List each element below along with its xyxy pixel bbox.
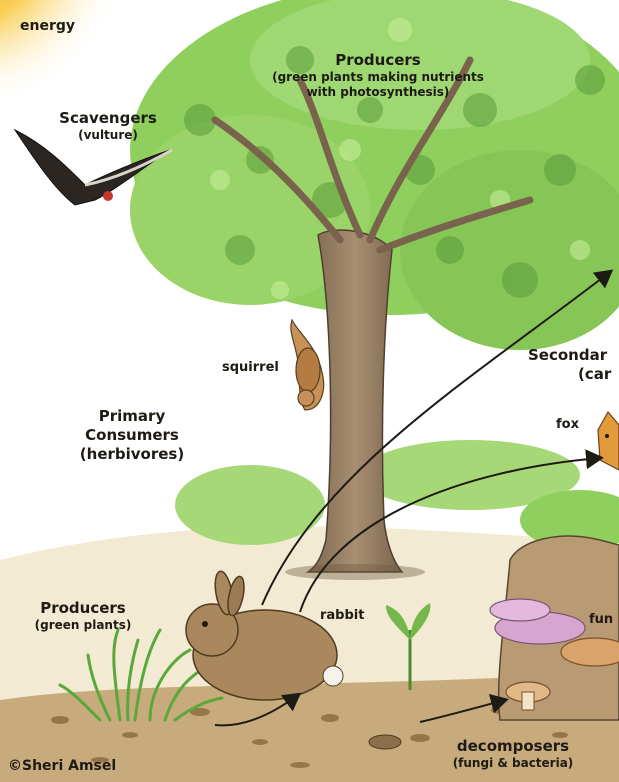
sun — [0, 0, 120, 110]
primary-consumers-label: Primary Consumers (herbivores) — [62, 407, 202, 463]
primary-line1: Primary — [62, 407, 202, 426]
squirrel — [291, 320, 324, 410]
producers-tree-line1: (green plants making nutrients — [248, 70, 508, 85]
rabbit-label: rabbit — [320, 608, 364, 624]
producers-ground-label: Producers (green plants) — [18, 598, 148, 633]
tree-base-shadow — [285, 564, 425, 580]
fox — [598, 412, 619, 470]
decomposers-title: decomposers — [457, 737, 569, 755]
fungi-label: fun — [589, 612, 613, 628]
producers-tree-line2: with photosynthesis) — [248, 85, 508, 100]
scavengers-title: Scavengers — [59, 109, 157, 127]
producers-tree-label: Producers (green plants making nutrients… — [248, 50, 508, 100]
vole — [369, 735, 401, 749]
copyright-credit: ©Sheri Amsel — [8, 758, 116, 776]
energy-label: energy — [20, 18, 75, 36]
primary-line3: (herbivores) — [62, 445, 202, 464]
scavengers-label: Scavengers (vulture) — [48, 108, 168, 143]
secondary-title: Secondar — [528, 346, 607, 364]
secondary-consumers-label: Secondar (car — [528, 345, 611, 384]
decomposers-sub: (fungi & bacteria) — [428, 756, 598, 771]
producers-tree-title: Producers — [335, 51, 421, 69]
producers-ground-sub: (green plants) — [18, 618, 148, 633]
squirrel-label: squirrel — [222, 360, 279, 376]
secondary-sub: (car — [528, 365, 611, 384]
fox-label: fox — [556, 417, 579, 433]
primary-line2: Consumers — [62, 426, 202, 445]
decomposers-label: decomposers (fungi & bacteria) — [428, 736, 598, 771]
producers-ground-title: Producers — [40, 599, 126, 617]
scavengers-sub: (vulture) — [48, 128, 168, 143]
